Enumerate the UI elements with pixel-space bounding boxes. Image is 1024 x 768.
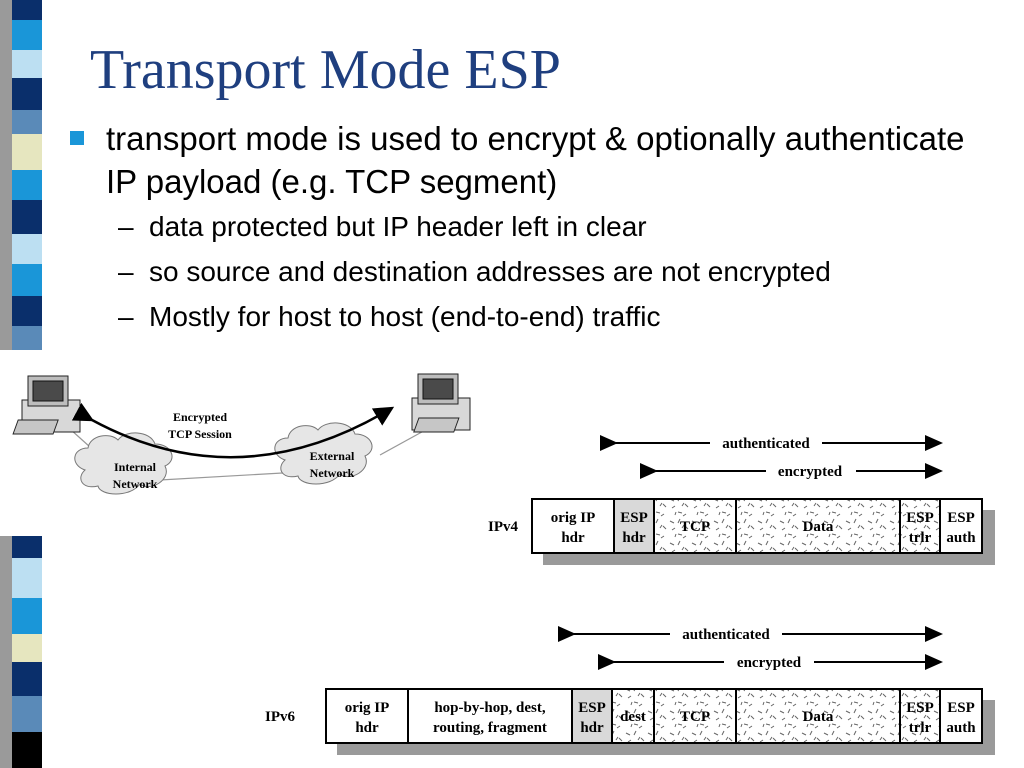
ipv4-field-esp-auth-line1: ESP <box>947 510 975 526</box>
ipv4-field-esp-hdr-line1: ESP <box>620 510 648 526</box>
sub-bullet-text: data protected but IP header left in cle… <box>149 211 647 242</box>
ipv4-packet-diagram: authenticated encrypted IPv4 orig IP hdr… <box>488 434 995 565</box>
left-decorative-stripe <box>0 0 44 350</box>
left-computer-icon <box>12 375 81 435</box>
ipv4-field-esp-auth-line2: auth <box>946 530 976 546</box>
ipv6-field-esp-trlr-line1: ESP <box>906 700 934 716</box>
internal-network-cloud-icon <box>74 432 173 495</box>
ipv6-field-data: Data <box>803 709 834 725</box>
ipv4-row-label: IPv4 <box>488 519 519 535</box>
ipv6-authenticated-label: authenticated <box>682 627 770 643</box>
ipv6-row-label: IPv6 <box>265 709 296 725</box>
slide-title: Transport Mode ESP <box>90 39 561 101</box>
ipv6-field-esp-auth-line2: auth <box>946 720 976 736</box>
ipv4-authenticated-label: authenticated <box>722 436 810 452</box>
sub-bullet-text: so source and destination addresses are … <box>149 256 831 287</box>
ipv6-field-esp-trlr-line2: trlr <box>909 720 932 736</box>
encrypted-session-arrow <box>71 402 395 459</box>
dash-marker: – <box>118 211 134 242</box>
main-bullet-text: transport mode is used to encrypt & opti… <box>106 120 965 200</box>
sub-bullet-2: –so source and destination addresses are… <box>118 256 831 288</box>
session-label-line2: TCP Session <box>168 427 232 441</box>
ipv6-field-ext-headers-line1: hop-by-hop, dest, <box>434 700 546 716</box>
internal-network-label-line1: Internal <box>114 460 157 474</box>
ipv4-field-tcp: TCP <box>680 519 710 535</box>
ipv4-field-data: Data <box>803 519 834 535</box>
sub-bullet-3: –Mostly for host to host (end-to-end) tr… <box>118 301 660 333</box>
ipv4-encrypted-label: encrypted <box>778 464 843 480</box>
ipv6-field-orig-ip-line1: orig IP <box>345 700 390 716</box>
external-network-cloud-icon <box>274 422 373 485</box>
ipv6-field-ext-headers-line2: routing, fragment <box>433 720 547 736</box>
ipv6-field-esp-hdr-line1: ESP <box>578 700 606 716</box>
ipv6-field-orig-ip-line2: hdr <box>355 720 379 736</box>
ipv4-field-orig-ip-line1: orig IP <box>551 510 596 526</box>
ipv4-field-esp-trlr-line2: trlr <box>909 530 932 546</box>
ipv4-field-esp-hdr-line2: hdr <box>622 530 646 546</box>
sub-bullet-1: –data protected but IP header left in cl… <box>118 211 647 243</box>
bullet-square-icon <box>70 131 84 145</box>
external-network-label-line1: External <box>310 449 355 463</box>
ipv4-field-orig-ip-line2: hdr <box>561 530 585 546</box>
internal-network-label-line2: Network <box>113 477 158 491</box>
dash-marker: – <box>118 301 134 332</box>
left-decorative-stripe-lower <box>0 536 44 768</box>
ipv4-field-esp-trlr-line1: ESP <box>906 510 934 526</box>
ipv6-field-tcp: TCP <box>680 709 710 725</box>
ipv6-packet-diagram: authenticated encrypted IPv6 orig IP hdr… <box>265 625 995 755</box>
session-label-line1: Encrypted <box>173 410 227 424</box>
ipv6-field-esp-hdr-line2: hdr <box>580 720 604 736</box>
ipv6-field-esp-auth-line1: ESP <box>947 700 975 716</box>
right-computer-icon <box>411 373 471 433</box>
dash-marker: – <box>118 256 134 287</box>
ipv6-field-dest: dest <box>620 709 646 725</box>
ipv6-encrypted-label: encrypted <box>737 655 802 671</box>
external-network-label-line2: Network <box>310 466 355 480</box>
sub-bullet-text: Mostly for host to host (end-to-end) tra… <box>149 301 661 332</box>
network-diagram: Internal Network External Network Encryp… <box>12 373 471 495</box>
